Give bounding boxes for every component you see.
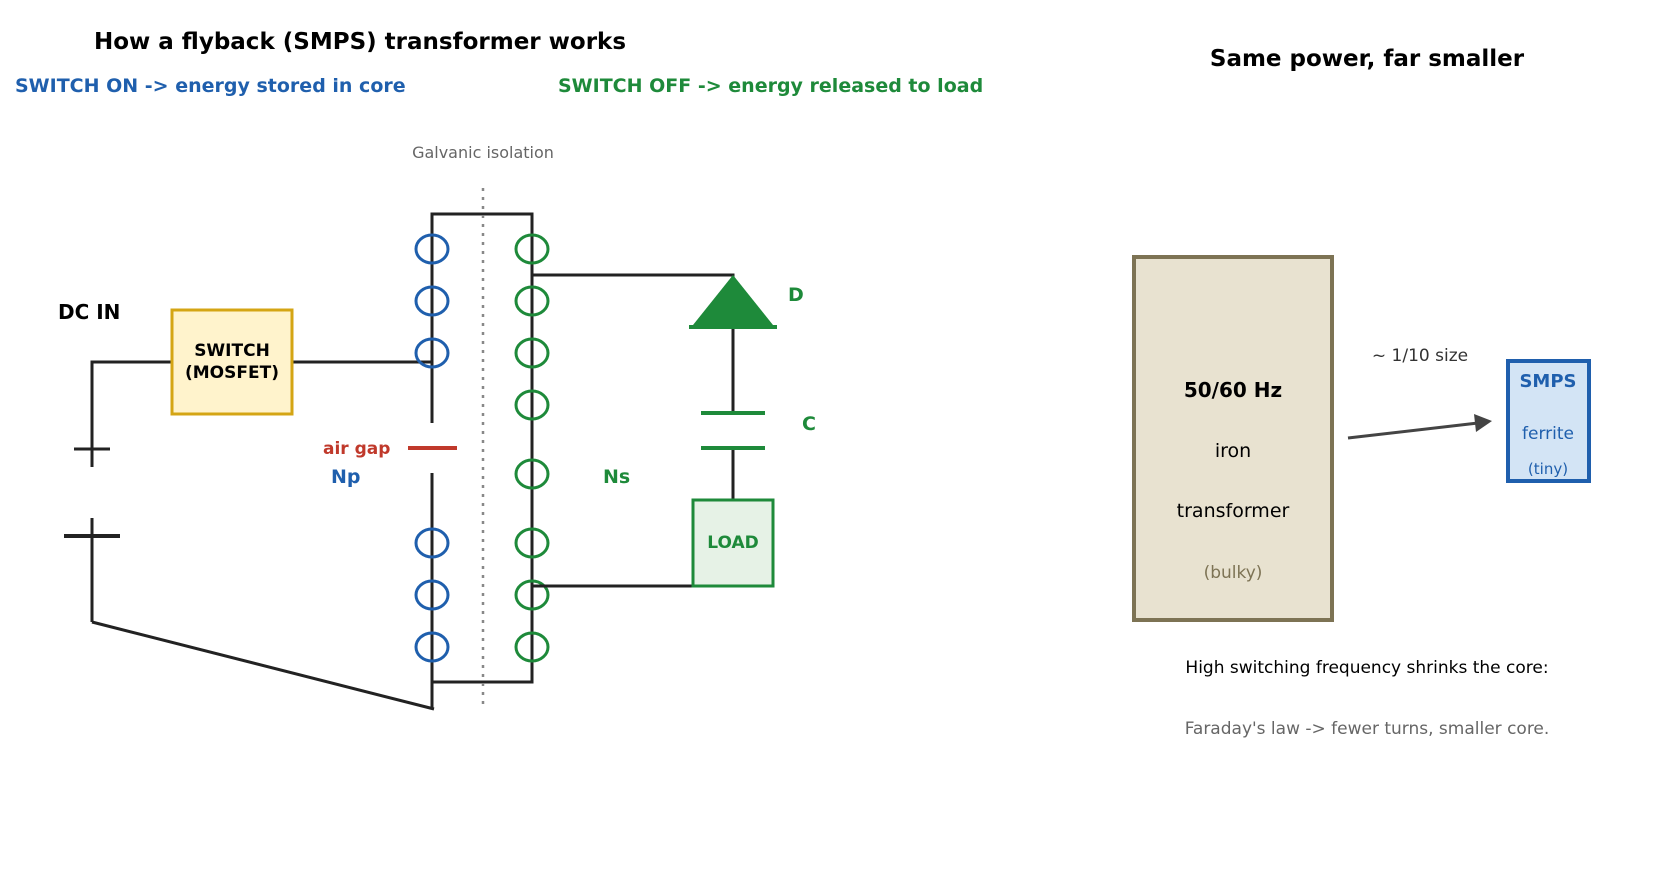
size-ratio-label: ~ 1/10 size [1372,346,1468,366]
switch-mosfet: SWITCH (MOSFET) [170,308,294,416]
iron-frequency: 50/60 Hz [1184,378,1282,402]
size-arrow [1347,414,1492,440]
dc-in-label: DC IN [58,300,120,324]
switch-off-caption: SWITCH OFF -> energy released to load [558,75,983,97]
smps-title: SMPS [1519,371,1576,392]
load-box: LOAD [691,498,775,588]
primary-winding [414,233,450,663]
galvanic-isolation-label: Galvanic isolation [412,143,554,162]
capacitor-symbol [701,411,765,450]
air-gap-label: air gap [323,439,390,459]
diode-label: D [788,284,804,306]
load-label: LOAD [707,533,759,553]
primary-wiring [90,360,435,711]
smps-ferrite-box: SMPS ferrite (tiny) [1506,359,1591,483]
ns-label: Ns [603,466,630,488]
smps-material: ferrite [1522,424,1574,444]
iron-transformer-box: 50/60 Hz iron transformer (bulky) [1132,255,1334,622]
transformer-frame [430,212,534,709]
switch-label-line1: SWITCH [194,341,270,361]
switch-on-caption: SWITCH ON -> energy stored in core [15,75,406,97]
switch-label-line2: (MOSFET) [185,363,279,383]
diagram-title: How a flyback (SMPS) transformer works [94,29,626,55]
dc-source-battery [64,447,120,538]
iron-note: (bulky) [1204,563,1263,583]
smps-note: (tiny) [1528,460,1568,478]
diode-symbol [689,275,777,329]
capacitor-label: C [802,413,816,435]
secondary-winding [514,233,550,663]
iron-type: transformer [1177,500,1290,522]
caption-sub: Faraday's law -> fewer turns, smaller co… [1185,719,1550,739]
iron-material: iron [1215,440,1251,462]
np-label: Np [331,466,361,488]
comparison-title: Same power, far smaller [1210,46,1525,72]
caption-main: High switching frequency shrinks the cor… [1185,658,1548,678]
